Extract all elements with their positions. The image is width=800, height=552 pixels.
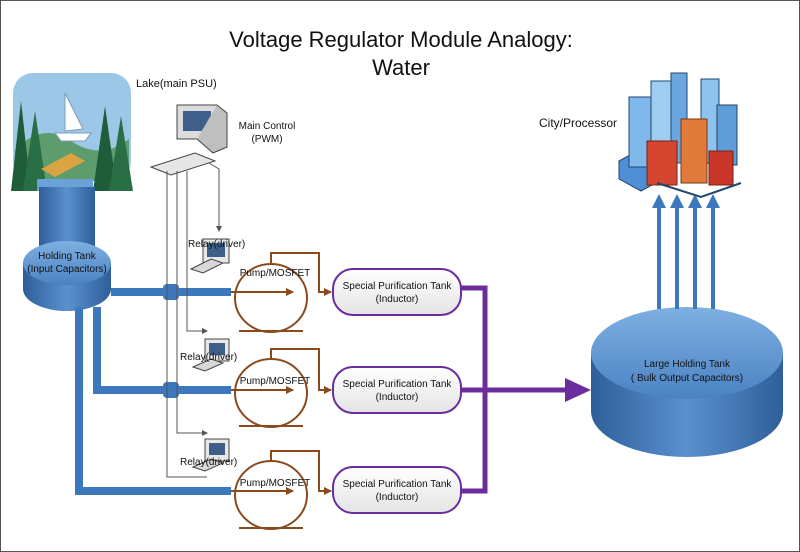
inductor-tank-2 <box>332 366 462 414</box>
holding-tank-line1: Holding Tank <box>38 251 97 262</box>
main-control-computer-icon <box>149 104 228 176</box>
input-holding-tank <box>23 241 111 311</box>
lake-icon <box>11 73 133 191</box>
main-control-line1: Main Control <box>239 121 296 132</box>
output-arrows <box>652 194 720 309</box>
output-tank-line1: Large Holding Tank <box>644 359 731 370</box>
output-tank-line2: ( Bulk Output Capacitors) <box>631 373 743 384</box>
output-arrowhead <box>565 378 591 402</box>
inductor-tank-1-line1: Special Purification Tank <box>343 281 453 292</box>
relay-2-icon <box>191 338 230 372</box>
inductor-tank-2-line2: (Inductor) <box>376 392 419 403</box>
inductor-tank-3 <box>332 466 462 514</box>
relay-1-icon <box>189 238 230 274</box>
inductor-output-pipes <box>461 285 567 494</box>
pump-1 <box>231 252 332 333</box>
relay-1-label: Relay(driver) <box>188 239 245 250</box>
inductor-tank-1-line2: (Inductor) <box>376 294 419 305</box>
relay-2-label: Relay(driver) <box>180 352 237 363</box>
inductor-tank-3-line2: (Inductor) <box>376 492 419 503</box>
pump-3-label: Pump/MOSFET <box>240 478 311 489</box>
lake-label: Lake(main PSU) <box>136 78 217 90</box>
title-line-1: Voltage Regulator Module Analogy: <box>229 27 573 52</box>
main-control-line2: (PWM) <box>251 134 282 145</box>
relay-3-icon <box>191 438 230 472</box>
relay-3-label: Relay(driver) <box>180 457 237 468</box>
holding-tank-line2: (Input Capacitors) <box>27 264 106 275</box>
control-wires <box>166 162 222 478</box>
output-holding-tank <box>591 307 783 457</box>
pump-2-label: Pump/MOSFET <box>240 376 311 387</box>
city-buildings-icon <box>618 72 742 199</box>
city-label: City/Processor <box>539 116 617 130</box>
pump-3 <box>231 450 332 530</box>
inductor-tank-3-line1: Special Purification Tank <box>343 479 453 490</box>
pump-2 <box>231 348 332 428</box>
inductor-tank-2-line1: Special Purification Tank <box>343 379 453 390</box>
inductor-tank-1 <box>332 268 462 316</box>
pump-1-label: Pump/MOSFET <box>240 268 311 279</box>
title-line-2: Water <box>372 55 430 80</box>
